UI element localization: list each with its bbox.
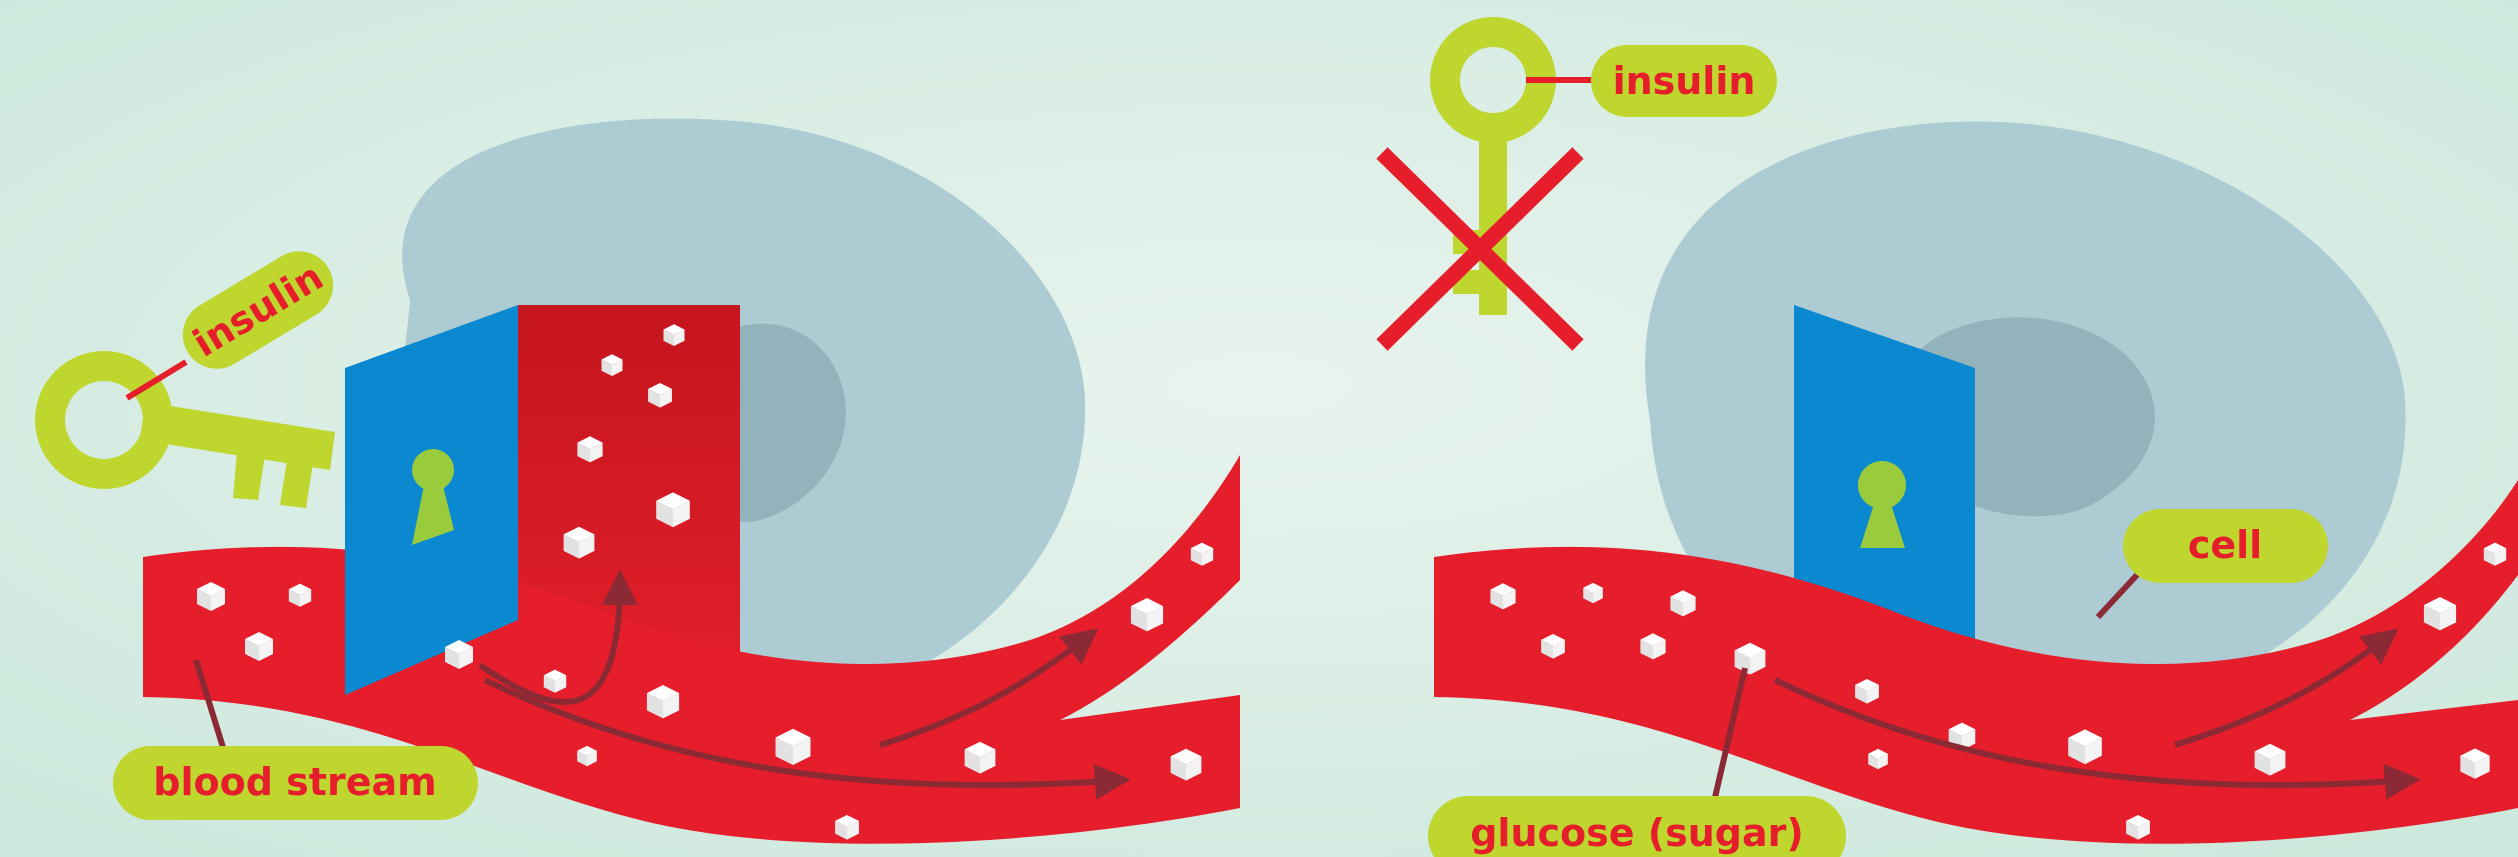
glucose-label: glucose (sugar): [1428, 796, 1846, 857]
blood-stream-label-text: blood stream: [153, 760, 436, 804]
cell-label: cell: [2123, 509, 2328, 583]
insulin-label-right: insulin: [1591, 45, 1777, 117]
insulin-label-right-text: insulin: [1613, 59, 1756, 103]
cell-label-text: cell: [2188, 523, 2262, 567]
glucose-label-text: glucose (sugar): [1470, 811, 1804, 855]
blood-stream-label: blood stream: [113, 746, 478, 820]
